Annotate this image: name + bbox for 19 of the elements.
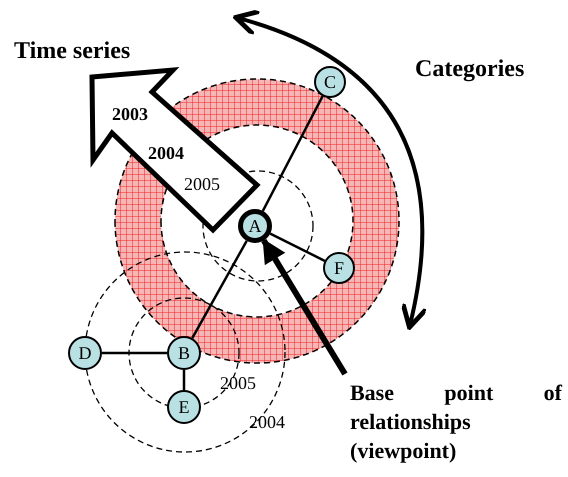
axis-title: Categories (415, 56, 524, 83)
connector-line (262, 96, 324, 212)
year-label: 2003 (112, 104, 148, 125)
node-circle: D (68, 336, 102, 370)
axis-title: Time series (14, 38, 130, 65)
connector-line (182, 370, 186, 390)
node-circle: B (167, 336, 201, 370)
node-circle: F (323, 252, 355, 284)
node-circle: C (314, 66, 346, 98)
node-circle: A (238, 209, 272, 243)
year-label: 2005 (184, 174, 220, 195)
arrow (261, 238, 348, 376)
callout-text: Base point of relationships (viewpoint) (350, 378, 562, 465)
connector-line (191, 240, 248, 339)
year-label: 2005 (220, 373, 256, 394)
year-label: 2004 (148, 143, 184, 164)
node-circle: E (167, 390, 201, 424)
connector-line (102, 352, 167, 354)
year-label: 2004 (249, 412, 285, 433)
